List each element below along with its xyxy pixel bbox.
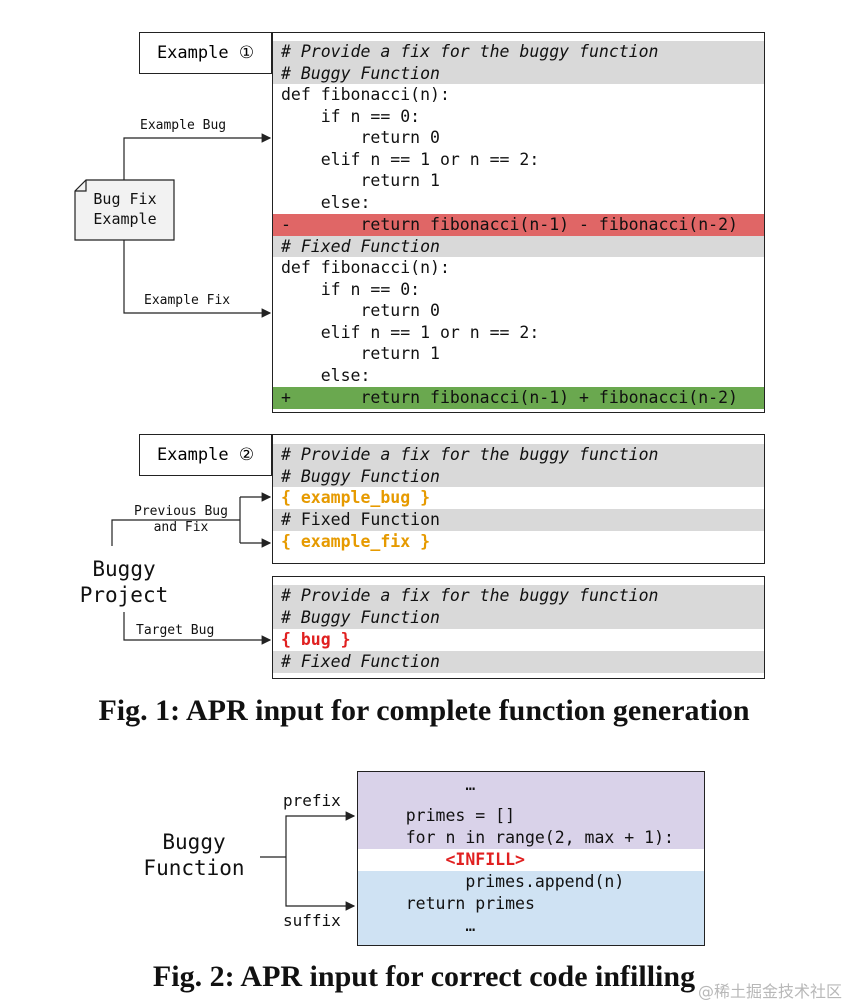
previous-bug-fix-label: Previous Bug and Fix (134, 504, 228, 535)
figure-1-caption: Fig. 1: APR input for complete function … (98, 694, 750, 727)
prefix-label: prefix (283, 791, 341, 810)
example-1-code-box: # Provide a fix for the buggy function #… (272, 32, 765, 413)
example-bug-arrow (123, 133, 272, 180)
buggy-project-label: Buggy Project (79, 557, 169, 607)
target-bug-label: Target Bug (136, 623, 215, 638)
example-bug-placeholder: { example_bug } (281, 488, 431, 507)
prefix-arrow (285, 811, 356, 857)
target-code-box: # Provide a fix for the buggy function #… (272, 576, 765, 679)
suffix-region (358, 871, 704, 945)
suffix-arrow (285, 857, 356, 911)
previous-bug-fix-bracket (111, 519, 240, 546)
example-bug-label: Example Bug (140, 118, 227, 133)
example-fix-arrow (123, 240, 272, 318)
target-bug-arrow (123, 612, 272, 645)
added-line: + return fibonacci(n-1) + fibonacci(n-2) (273, 387, 764, 409)
example-2-label: Example ② (139, 434, 272, 476)
bug-fix-example-label: Bug Fix Example (93, 190, 157, 228)
suffix-label: suffix (283, 911, 341, 930)
infill-code-box: … primes = [] for n in range(2, max + 1)… (357, 771, 705, 946)
removed-line: - return fibonacci(n-1) - fibonacci(n-2) (273, 214, 764, 236)
bug-placeholder: { bug } (281, 630, 351, 649)
infill-marker: <INFILL> (366, 850, 525, 869)
example-1-label: Example ① (139, 32, 272, 74)
watermark: @稀土掘金技术社区 (697, 982, 842, 1001)
document-icon (74, 179, 175, 241)
figure-2-caption: Fig. 2: APR input for correct code infil… (152, 960, 696, 993)
example-2-code-box: # Provide a fix for the buggy function #… (272, 434, 765, 564)
example-fix-label: Example Fix (144, 293, 231, 308)
example-fix-placeholder: { example_fix } (281, 531, 431, 551)
buggy-function-label: Buggy Function (143, 830, 245, 880)
prefix-region (358, 772, 704, 849)
